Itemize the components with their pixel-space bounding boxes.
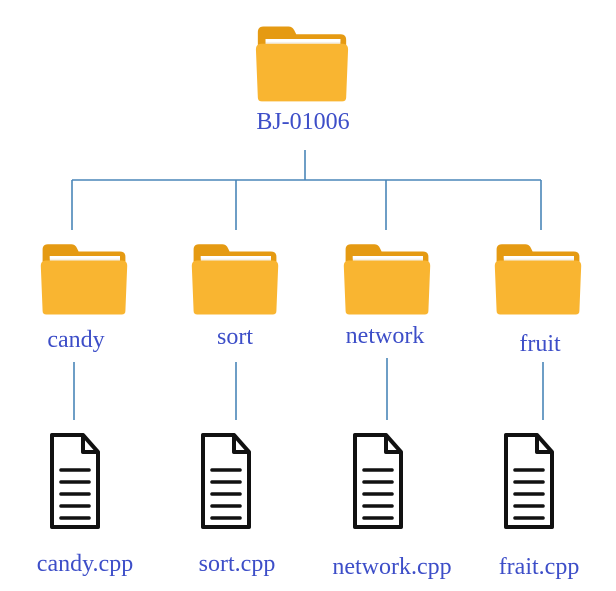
- file-label: network.cpp: [332, 554, 452, 580]
- folder-label: fruit: [519, 331, 561, 357]
- file-label: sort.cpp: [198, 551, 276, 577]
- file-icon: [504, 433, 554, 529]
- file-icon: [201, 433, 251, 529]
- folder-label: sort: [217, 324, 253, 350]
- folder-icon: [191, 244, 279, 315]
- file-icon: [50, 433, 100, 529]
- folder-icon: [494, 244, 582, 315]
- file-label: candy.cpp: [36, 551, 134, 577]
- folder-label: network: [345, 323, 425, 349]
- folder-icon: [343, 244, 431, 315]
- file-label: frait.cpp: [498, 554, 580, 580]
- root-folder-label: BJ-01006: [256, 109, 350, 135]
- folder-icon: [255, 26, 349, 102]
- folder-icon: [40, 244, 128, 315]
- file-icon: [353, 433, 403, 529]
- folder-label: candy: [47, 327, 105, 353]
